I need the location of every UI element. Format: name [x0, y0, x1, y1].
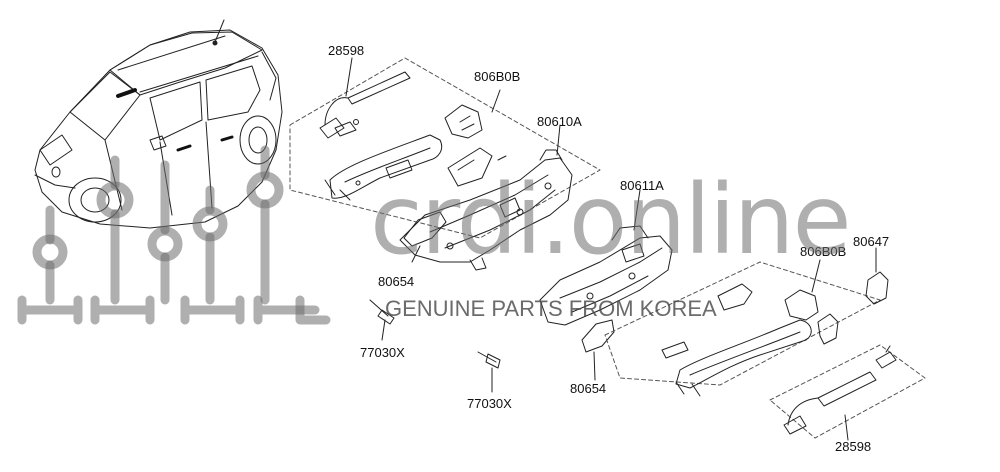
watermark-site-name: crdi.online [370, 164, 852, 276]
label-28598-bottom: 28598 [835, 439, 872, 454]
crdi-logo-mark [17, 145, 331, 325]
label-806B0B-right: 806B0B [800, 244, 847, 259]
label-77030X-right: 77030X [467, 396, 512, 411]
label-80647: 80647 [853, 234, 890, 249]
label-80654-left: 80654 [378, 274, 415, 289]
label-28598-top: 28598 [328, 43, 365, 58]
screw-right [477, 351, 501, 393]
label-80611A: 80611A [620, 178, 664, 193]
rear-handle-bracket [539, 189, 673, 381]
front-handle-bracket [399, 89, 573, 271]
label-806B0B-top: 806B0B [474, 69, 521, 84]
screw-left [369, 299, 395, 341]
watermark-tagline: GENUINE PARTS FROM KOREA [385, 296, 717, 321]
car-illustration [34, 19, 283, 229]
rear-handle-group [604, 247, 889, 397]
front-handle-group [289, 57, 601, 239]
rear-rod-group [769, 344, 926, 441]
label-80654-right: 80654 [570, 381, 607, 396]
label-77030X-left: 77030X [360, 345, 405, 360]
leader-28598-top [345, 57, 353, 97]
label-80610A: 80610A [537, 114, 582, 129]
